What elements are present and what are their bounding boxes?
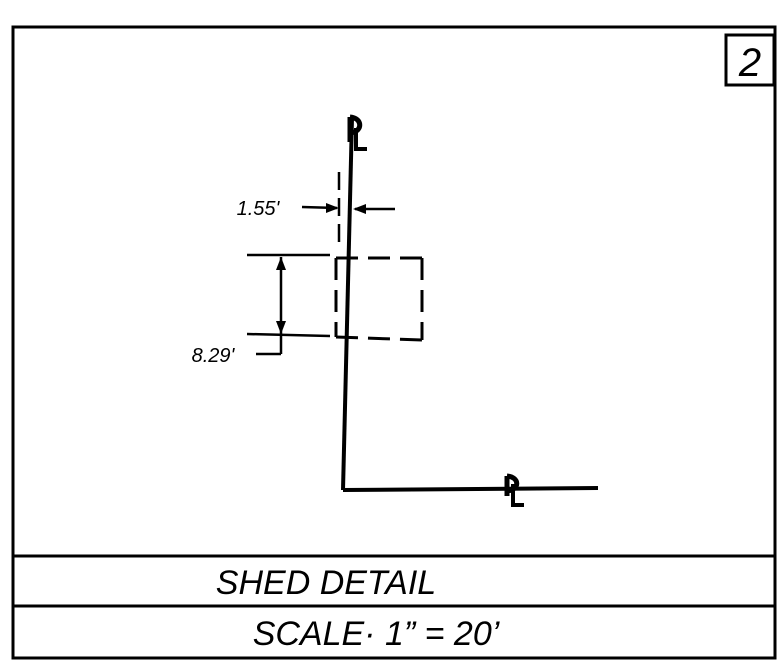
detail-title: SHED DETAIL xyxy=(216,564,436,602)
width-dimension xyxy=(246,253,331,356)
offset-dimension-label: 1.55' xyxy=(237,198,281,220)
detail-number-box xyxy=(724,33,776,87)
offset-dimension xyxy=(301,203,395,214)
centerline-symbol-top xyxy=(347,114,367,151)
scale-label: SCALE· 1” = 20’ xyxy=(253,615,500,653)
detail-number: 2 xyxy=(738,41,761,85)
shed-outline xyxy=(334,256,424,342)
vertical-centerline xyxy=(341,117,354,491)
sheet-border xyxy=(11,25,777,660)
centerline-symbol-right xyxy=(504,473,524,507)
width-dimension-label: 8.29' xyxy=(192,345,236,367)
horizontal-centerline xyxy=(342,486,599,492)
